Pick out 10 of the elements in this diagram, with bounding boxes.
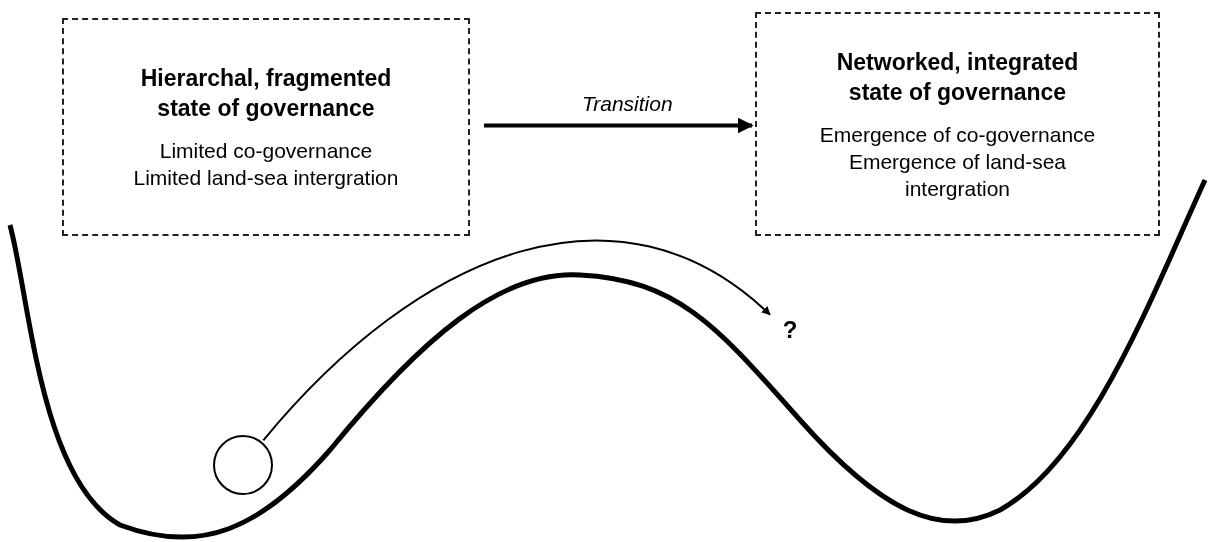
- dashed-box: [755, 12, 1160, 236]
- ball: [213, 435, 273, 495]
- arrow: [484, 117, 754, 134]
- box-text: Limited co-governance Limited land-sea intergration: [132, 138, 400, 191]
- question-mark: ?: [776, 316, 804, 352]
- box-heading: Networked, integrated state of governance: [835, 47, 1080, 107]
- box-text: Emergence of co-governance Emergence of land-sea intergration: [818, 121, 1097, 202]
- dashed-box: [62, 18, 470, 236]
- arrow: [262, 239, 771, 442]
- box-heading: Hierarchal, fragmented state of governance: [139, 64, 393, 123]
